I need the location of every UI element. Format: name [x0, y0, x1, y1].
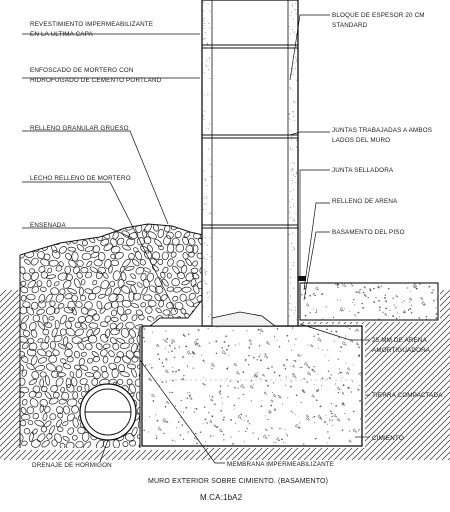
label-basamento-piso: BASAMENTO DEL PISO: [332, 229, 405, 236]
slab-concrete-texture: [300, 283, 439, 321]
label-arena-2: AMORTIGUADORA: [372, 347, 431, 354]
label-tierra: TIERRA COMPACTADA: [372, 392, 443, 399]
label-lecho: LECHO RELLENO DE MORTERO: [30, 175, 131, 182]
label-juntas-2: LADOS DEL MURO: [332, 137, 390, 144]
drawing-caption: MURO EXTERIOR SOBRE CIMIENTO. (BASAMENTO…: [148, 478, 328, 485]
sealing-joint: [297, 276, 306, 281]
label-juntas-1: JUNTAS TRABAJADAS A AMBOS: [332, 127, 432, 134]
label-membrana: MEMBRANA IMPERMEABILIZANTE: [227, 461, 334, 468]
label-enfoscado-2: HIDROFUGADO DE CEMENTO PORTLAND: [30, 77, 162, 84]
mortar-fillet: [148, 298, 203, 327]
floor-slab: [299, 282, 439, 321]
label-ensenada: ENSENADA: [30, 222, 66, 229]
label-bloque-2: STANDARD: [332, 22, 368, 29]
label-cimiento: CIMIENTO: [372, 435, 404, 442]
drawing-code: M.CA:1bA2: [200, 493, 243, 502]
label-arena-1: 25 MM DE ARENA: [372, 337, 428, 344]
label-enfoscado-1: ENFOSCADO DE MORTERO CON: [30, 67, 134, 74]
mortar-bed: [211, 311, 277, 327]
right-labels: BLOQUE DE ESPESOR 20 CM STANDARD JUNTAS …: [332, 12, 443, 442]
wall-block-texture: [202, 2, 298, 321]
label-junta-selladora: JUNTA SELLADORA: [332, 167, 394, 174]
label-relleno-granular: RELLENO GRANULAR GRUESO: [30, 125, 129, 132]
label-bloque-1: BLOQUE DE ESPESOR 20 CM: [332, 12, 425, 19]
block-wall: [201, 0, 299, 327]
wall-block-joints: [202, 44, 298, 229]
label-drenaje: DRENAJE DE HORMIGON: [32, 462, 112, 469]
leader-lines: [22, 14, 370, 464]
label-relleno-arena: RELLENO DE ARENA: [332, 198, 398, 205]
label-revestimiento-1: REVESTIMIENTO IMPERMEABILIZANTE: [30, 21, 153, 28]
left-labels: REVESTIMIENTO IMPERMEABILIZANTE EN LA UL…: [30, 21, 162, 469]
label-revestimiento-2: EN LA ULTIMA CAPA: [30, 31, 94, 38]
concrete-drain-pipe: [79, 383, 137, 441]
gravel-outline: [19, 223, 204, 256]
